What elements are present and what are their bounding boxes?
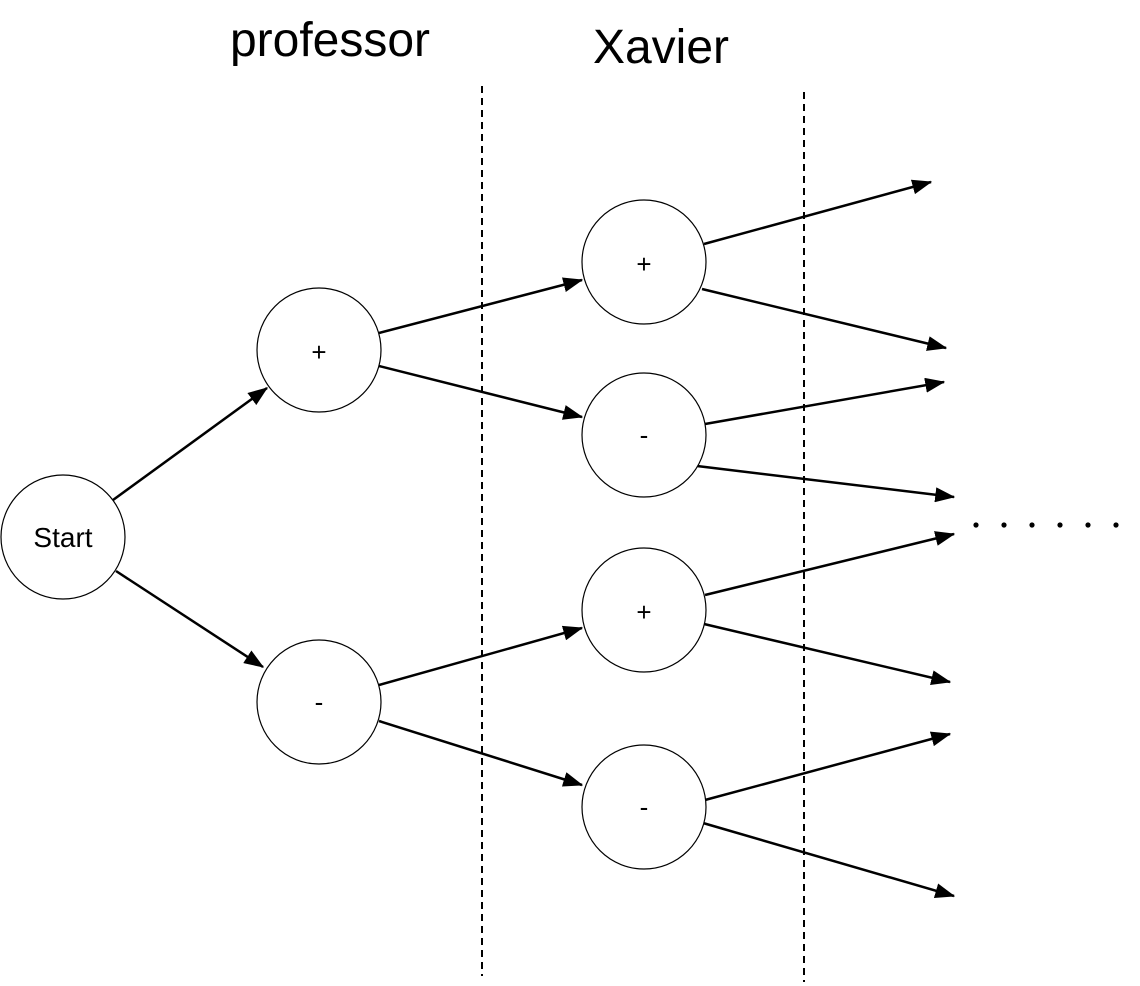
edge-out-4 — [696, 464, 956, 503]
edge-out-5 — [704, 531, 956, 597]
node-start-label: Start — [33, 522, 92, 553]
node-start: Start — [0, 474, 126, 600]
node-level2-plus-b: + — [581, 547, 707, 673]
node-level2-minus-b: - — [581, 744, 707, 870]
edge-out-7 — [704, 731, 952, 802]
node-level1-plus: + — [256, 287, 382, 413]
node-level1-plus-label: + — [311, 337, 326, 367]
edge-start-to-minus — [115, 569, 265, 669]
edge-out-8 — [702, 821, 956, 898]
node-level1-minus: - — [256, 639, 382, 765]
node-level2-minus-a: - — [581, 372, 707, 498]
edge-start-to-plus — [112, 386, 269, 502]
edge-out-3 — [704, 377, 946, 426]
edge-out-6 — [703, 622, 952, 685]
node-level2-plus-a-label: + — [636, 249, 651, 279]
edge-plus-to-plus — [378, 277, 584, 335]
node-level1-minus-label: - — [315, 687, 324, 717]
edge-out-2 — [701, 287, 948, 351]
edge-minus-to-minus — [378, 719, 584, 787]
edge-minus-to-plus — [378, 625, 584, 687]
node-level2-plus-b-label: + — [636, 597, 651, 627]
edge-plus-to-minus — [378, 364, 584, 420]
edge-out-1 — [703, 179, 933, 246]
node-level2-minus-b-label: - — [640, 792, 649, 822]
node-level2-plus-a: + — [581, 199, 707, 325]
heading-professor: professor — [230, 14, 430, 67]
heading-xavier: Xavier — [593, 21, 729, 74]
continuation-ellipsis: ...... — [973, 522, 1119, 528]
node-level2-minus-a-label: - — [640, 420, 649, 450]
